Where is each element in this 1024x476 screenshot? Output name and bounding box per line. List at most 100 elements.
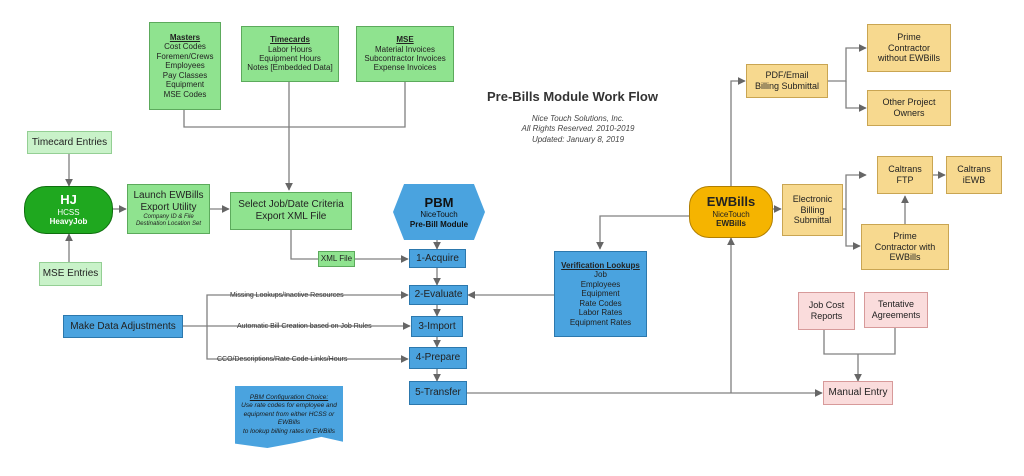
diagram-title: Pre-Bills Module Work Flow xyxy=(487,89,658,104)
prime-with-line3: EWBills xyxy=(889,252,921,263)
verification-item: Rate Codes xyxy=(579,298,622,308)
ewbills-line2: EWBills xyxy=(716,219,746,229)
credit-line: Updated: January 8, 2019 xyxy=(531,134,625,144)
mse-item: Material Invoices xyxy=(374,44,436,54)
mse-item: Subcontractor Invoices xyxy=(364,54,446,63)
step-prepare: 4-Prepare xyxy=(409,347,467,369)
select-line1: Select Job/Date Criteria xyxy=(238,199,344,211)
caltrans-ftp-box: Caltrans FTP xyxy=(877,156,933,194)
auto-bill-label: Automatic Bill Creation based on Job Rul… xyxy=(237,323,372,330)
launch-line1: Launch EWBills xyxy=(133,190,204,202)
other-owners-line1: Other Project xyxy=(882,97,936,108)
verification-item: Equipment xyxy=(581,289,620,299)
cco-label: CCO/Descriptions/Rate Code Links/Hours xyxy=(217,356,348,363)
xml-file-box: XML File xyxy=(318,251,355,267)
hj-line2: HeavyJob xyxy=(49,217,88,227)
hj-line1: HCSS xyxy=(57,208,80,218)
caltrans-iewb-line1: Caltrans xyxy=(957,164,991,175)
masters-box: Masters Cost Codes Foremen/Crews Employe… xyxy=(149,22,221,110)
step-label: 4-Prepare xyxy=(415,352,461,364)
prime-without-box: Prime Contractor without EWBills xyxy=(867,24,951,72)
config-note-line: equipment from either HCSS or EWBills xyxy=(243,410,335,427)
pbm-name: PBM xyxy=(424,194,454,210)
masters-heading: Masters xyxy=(169,32,201,42)
prime-without-line2: Contractor xyxy=(887,42,931,53)
step-label: 2-Evaluate xyxy=(414,289,463,301)
verification-item: Labor Rates xyxy=(578,308,623,318)
tentative-agreements-box: Tentative Agreements xyxy=(864,292,928,328)
step-label: 1-Acquire xyxy=(416,252,459,264)
config-note-line: to lookup billing rates in EWBills xyxy=(242,427,336,435)
pbm-node: PBM NiceTouch Pre-Bill Module xyxy=(393,184,485,240)
timecard-entries-box: Timecard Entries xyxy=(27,131,112,154)
timecards-item: Notes [Embedded Data] xyxy=(247,63,333,73)
timecards-item: Labor Hours xyxy=(267,44,313,54)
make-adjustments-box: Make Data Adjustments xyxy=(63,315,183,338)
prime-with-line2: Contractor with xyxy=(874,241,936,252)
launch-sub1: Company ID & File xyxy=(143,213,194,220)
mse-entries-label: MSE Entries xyxy=(42,268,99,280)
masters-item: Pay Classes xyxy=(162,70,208,80)
mse-item: Expense Invoices xyxy=(373,63,437,73)
verification-item: Job xyxy=(594,270,607,280)
masters-item: Employees xyxy=(165,61,205,71)
hj-name: HJ xyxy=(60,192,77,208)
job-cost-line2: Reports xyxy=(810,311,843,321)
mse-heading: MSE xyxy=(396,35,414,45)
make-adjustments-label: Make Data Adjustments xyxy=(70,320,176,332)
other-owners-line2: Owners xyxy=(893,108,925,118)
manual-entry-box: Manual Entry xyxy=(823,381,893,405)
caltrans-ftp-line1: Caltrans xyxy=(888,164,922,175)
job-cost-reports-box: Job Cost Reports xyxy=(798,292,855,330)
timecards-heading: Timecards xyxy=(270,35,310,45)
launch-sub2: Destination Location Set xyxy=(135,220,202,227)
electronic-billing-box: Electronic Billing Submittal xyxy=(782,184,843,236)
prime-without-line3: without EWBills xyxy=(877,53,940,64)
config-note-text: PBM Configuration Choice: Use rate codes… xyxy=(239,394,339,436)
electronic-line3: Submittal xyxy=(793,215,832,226)
electronic-line1: Electronic xyxy=(792,194,833,205)
masters-item: MSE Codes xyxy=(163,89,207,99)
credit-line: Nice Touch Solutions, Inc. xyxy=(531,114,625,123)
tentative-line1: Tentative xyxy=(877,299,915,310)
pbm-text: PBM NiceTouch Pre-Bill Module xyxy=(393,184,485,240)
pdf-line2: Billing Submittal xyxy=(754,81,820,91)
launch-line2: Export Utility xyxy=(140,201,197,213)
select-criteria-box: Select Job/Date Criteria Export XML File xyxy=(230,192,352,230)
credits: Nice Touch Solutions, Inc. All Rights Re… xyxy=(508,114,648,145)
launch-export-box: Launch EWBills Export Utility Company ID… xyxy=(127,184,210,234)
step-transfer: 5-Transfer xyxy=(409,381,467,405)
config-note-heading: PBM Configuration Choice: xyxy=(249,394,329,401)
verification-lookups-box: Verification Lookups Job Employees Equip… xyxy=(554,251,647,337)
mse-entries-box: MSE Entries xyxy=(39,262,102,286)
ewbills-node: EWBills NiceTouch EWBills xyxy=(689,186,773,238)
mse-box: MSE Material Invoices Subcontractor Invo… xyxy=(356,26,454,82)
verification-item: Employees xyxy=(580,279,621,289)
pdf-email-box: PDF/Email Billing Submittal xyxy=(746,64,828,98)
select-line2: Export XML File xyxy=(255,211,327,222)
step-evaluate: 2-Evaluate xyxy=(409,285,468,305)
tentative-line2: Agreements xyxy=(871,310,921,320)
timecards-box: Timecards Labor Hours Equipment Hours No… xyxy=(241,26,339,82)
manual-entry-label: Manual Entry xyxy=(828,387,888,399)
masters-item: Cost Codes xyxy=(164,42,206,52)
other-owners-box: Other Project Owners xyxy=(867,90,951,126)
config-note: PBM Configuration Choice: Use rate codes… xyxy=(235,386,343,448)
masters-item: Equipment xyxy=(165,80,205,90)
prime-without-line1: Prime xyxy=(897,32,921,43)
step-label: 5-Transfer xyxy=(415,387,461,399)
step-acquire: 1-Acquire xyxy=(409,249,466,268)
credit-line: All Rights Reserved. 2010-2019 xyxy=(521,124,635,134)
ewbills-line1: NiceTouch xyxy=(712,210,750,220)
caltrans-iewb-line2: iEWB xyxy=(962,175,986,185)
verification-heading: Verification Lookups xyxy=(561,260,640,270)
config-note-line: Use rate codes for employee and xyxy=(241,402,337,410)
xml-file-label: XML File xyxy=(320,254,353,264)
config-note-shape xyxy=(235,386,343,448)
prime-with-line1: Prime xyxy=(893,231,917,242)
prime-with-box: Prime Contractor with EWBills xyxy=(861,224,949,270)
caltrans-ftp-line2: FTP xyxy=(896,175,914,185)
job-cost-line1: Job Cost xyxy=(808,300,845,311)
verification-item: Equipment Rates xyxy=(569,317,632,327)
step-import: 3-Import xyxy=(411,316,463,337)
